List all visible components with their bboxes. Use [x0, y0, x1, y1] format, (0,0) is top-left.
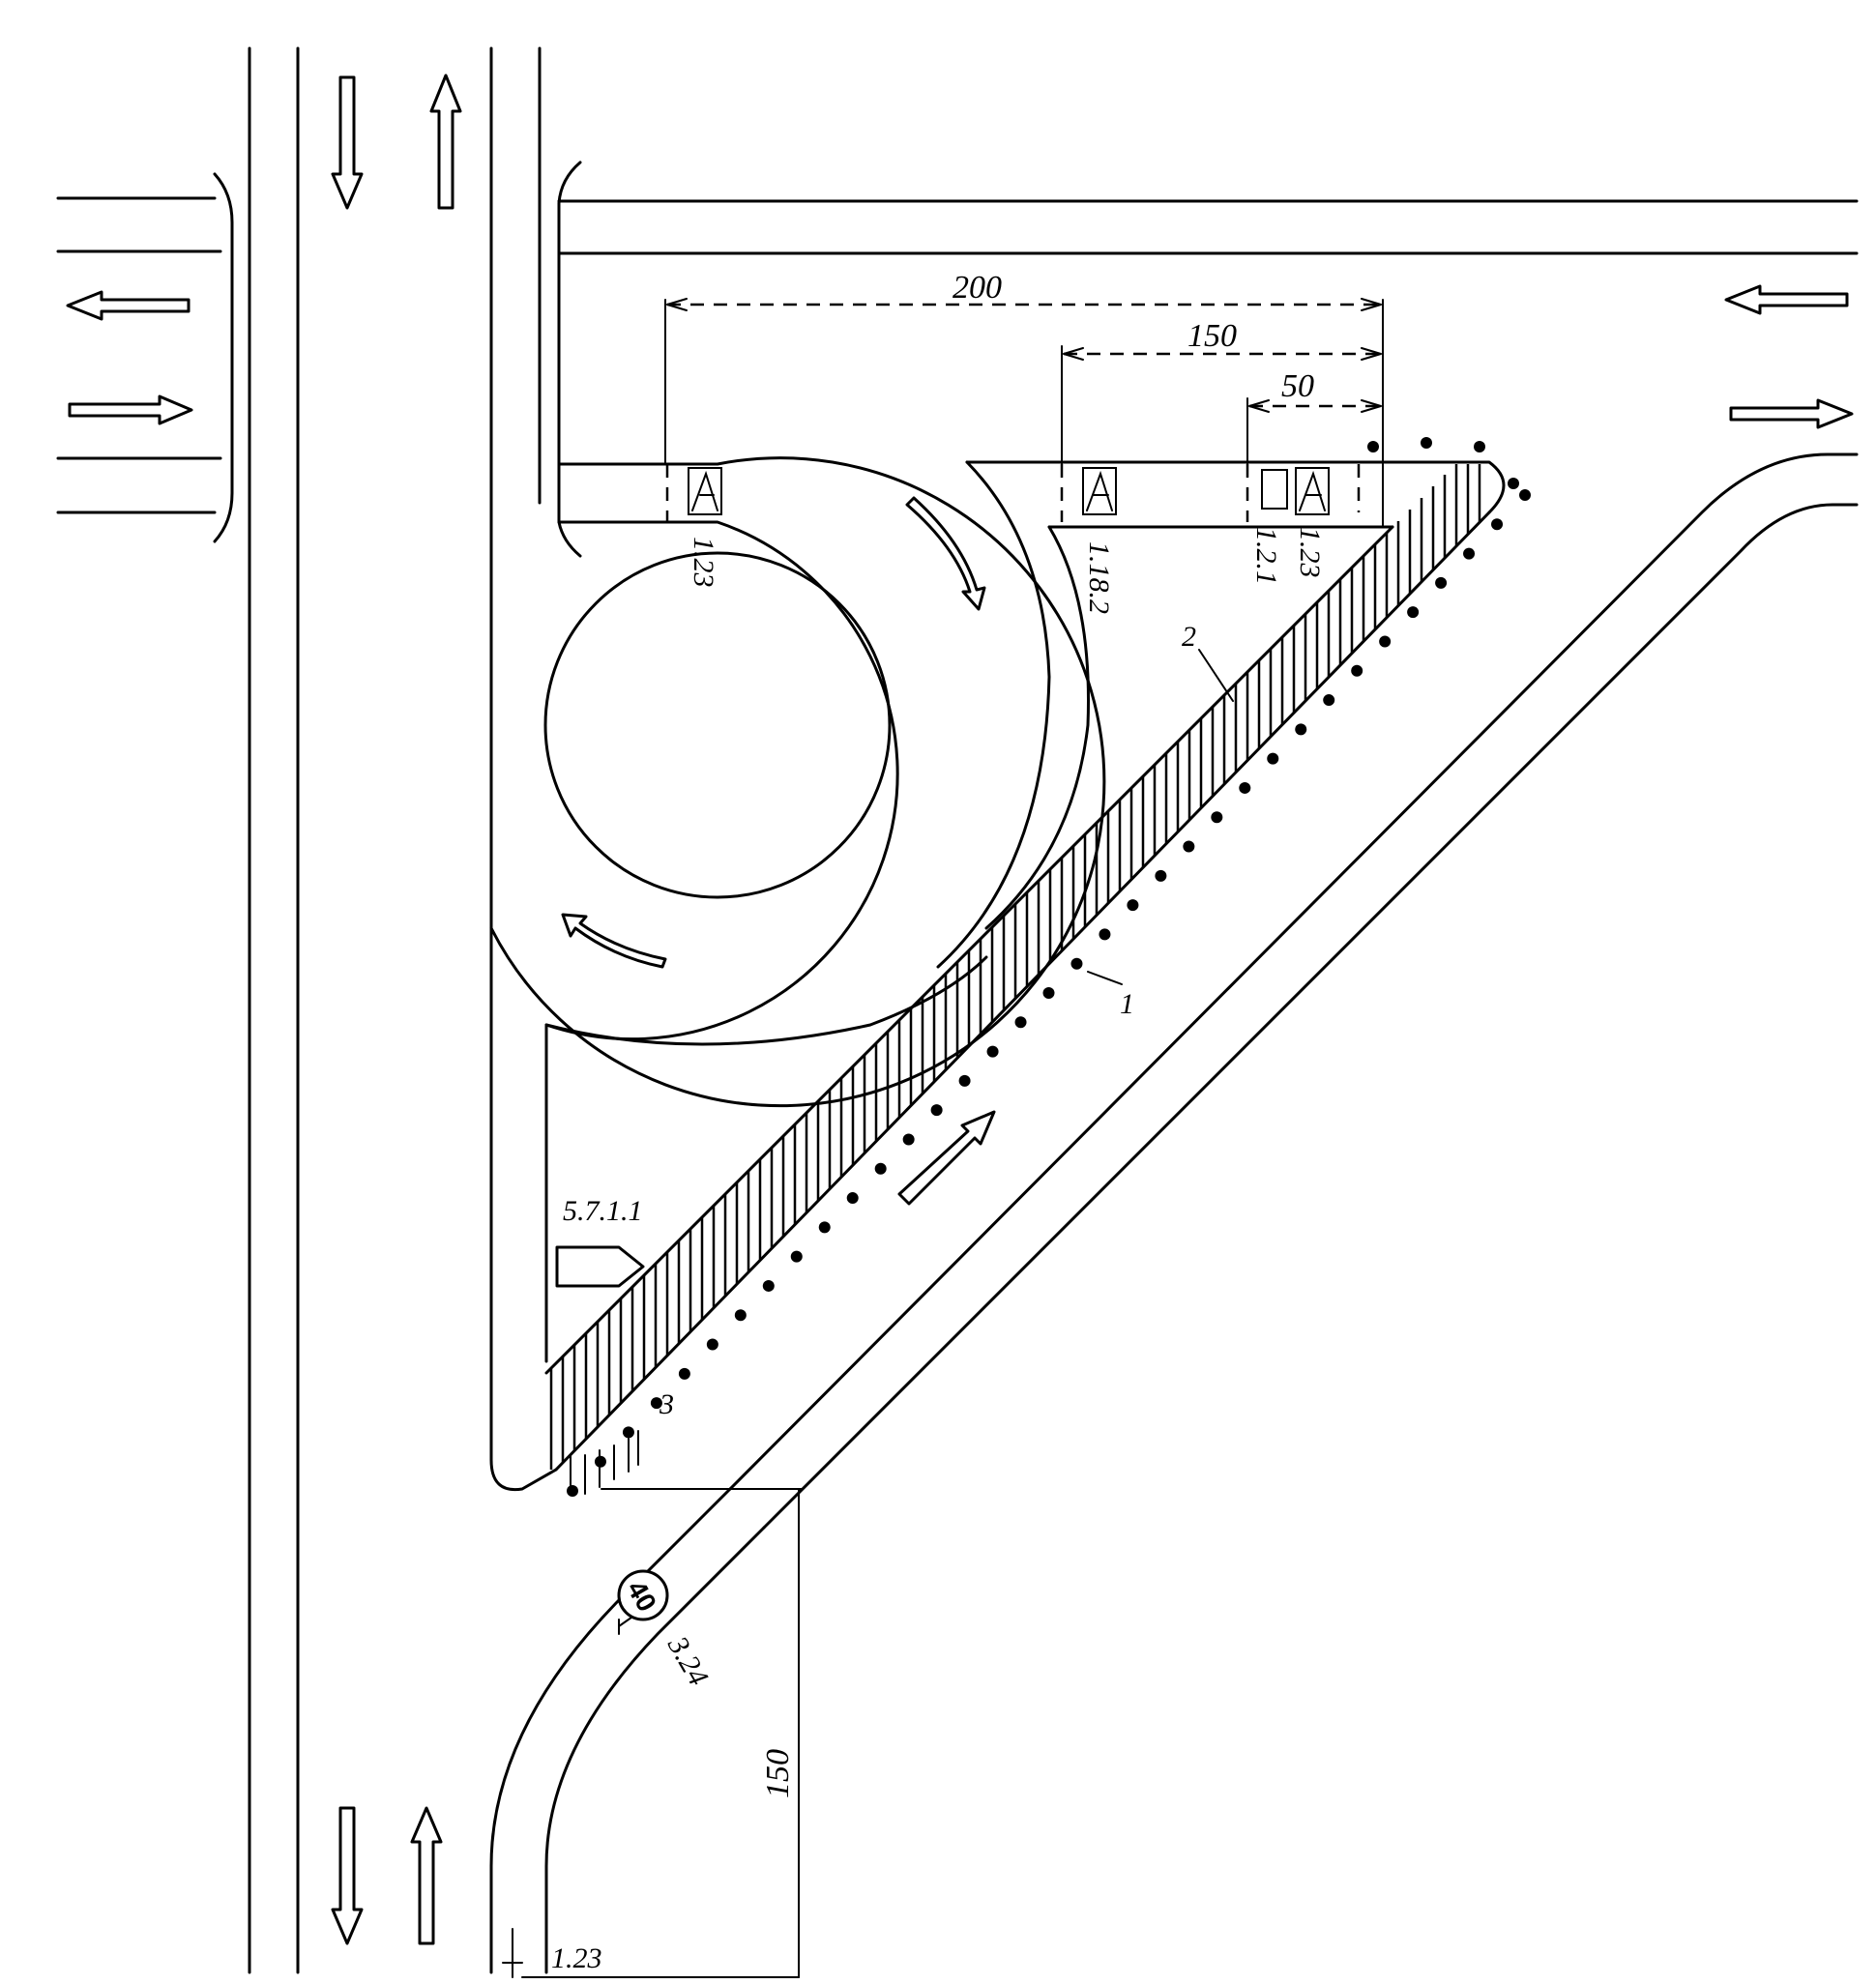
road-stud [874, 1162, 887, 1175]
road-stud [706, 1338, 718, 1351]
speed-limit-sign: 40 [617, 1569, 669, 1621]
arrow-up-icon [429, 73, 462, 210]
traffic-arrows [66, 73, 1854, 1945]
road-stud [790, 1250, 803, 1263]
arrow-right-icon [68, 394, 193, 425]
callout-3: 3 [659, 1388, 674, 1420]
arrow-down-icon [331, 75, 364, 210]
arrow-curve-left-icon [561, 913, 667, 969]
label-marking-1-23-bottom: 1.23 [551, 1942, 602, 1974]
dimension-150-top: 150 [1187, 318, 1237, 354]
road-stud [1014, 1016, 1027, 1029]
road-stud [1474, 441, 1485, 452]
direction-sign-shape [555, 1245, 645, 1288]
label-marking-1-18-2: 1.18.2 [1083, 541, 1115, 614]
road-stud [1295, 723, 1307, 736]
top-horizontal-road [557, 160, 1859, 1530]
label-marking-1-23-right: 1.23 [1294, 527, 1326, 578]
road-stud [1127, 899, 1139, 912]
label-sign-5-7-1-1: 5.7.1.1 [563, 1195, 643, 1227]
road-stud [678, 1367, 690, 1380]
road-stud [762, 1279, 775, 1292]
road-stud [1099, 928, 1111, 941]
arrow-diagonal-up-right-icon [897, 1110, 996, 1206]
road-stud [1421, 437, 1432, 449]
road-stud [1367, 441, 1379, 452]
loop-ramp [489, 456, 1106, 1108]
road-stud [734, 1309, 747, 1322]
road-stud [1435, 576, 1448, 589]
road-stud [1239, 781, 1251, 794]
dimension-200: 200 [953, 270, 1002, 306]
triangular-island-top [965, 460, 1506, 529]
label-marking-1-2-1: 1.2.1 [1250, 527, 1282, 585]
arrow-left-icon [66, 290, 191, 321]
callout-2: 2 [1182, 621, 1196, 653]
road-stud [1042, 987, 1055, 999]
road-stud [622, 1426, 634, 1439]
road-stud [650, 1397, 662, 1410]
road-stud [818, 1221, 831, 1234]
road-stud [958, 1074, 971, 1087]
road-stud [1491, 518, 1504, 531]
road-stud [567, 1485, 578, 1497]
label-marking-1-23-top: 1.23 [688, 537, 719, 588]
lane-markings [555, 464, 1361, 1288]
arrow-up-icon [410, 1806, 443, 1945]
road-stud [1211, 811, 1223, 824]
label-sign-3-24: 3.24 [660, 1630, 714, 1691]
arrow-right-icon [1729, 398, 1854, 429]
road-stud [1379, 635, 1392, 648]
arrow-curve-icon [905, 496, 986, 611]
bottom-exit-road [489, 1487, 766, 1974]
road-stud [1519, 489, 1531, 501]
road-stud [1183, 840, 1195, 853]
left-side-road [56, 172, 234, 543]
road-stud [1508, 478, 1519, 489]
road-stud [1407, 606, 1420, 619]
road-studs [567, 437, 1531, 1497]
road-stud [846, 1192, 859, 1205]
road-stud [1155, 869, 1167, 882]
road-stud [986, 1045, 999, 1058]
road-stud [1463, 547, 1476, 560]
hatched-island [544, 464, 1491, 1472]
road-stud [1323, 694, 1335, 707]
road-stud [1267, 752, 1279, 765]
arrow-down-icon [331, 1806, 364, 1945]
dimension-50: 50 [1281, 368, 1314, 404]
triangular-island-left [489, 926, 988, 1492]
road-stud [1070, 957, 1083, 970]
arrow-left-icon [1724, 284, 1849, 315]
dimension-lines [502, 298, 1384, 1978]
callout-1: 1 [1120, 988, 1134, 1020]
dimension-150-vertical: 150 [760, 1749, 796, 1798]
road-stud [1351, 664, 1363, 677]
vertical-main-road [248, 46, 542, 1974]
road-stud [930, 1104, 943, 1117]
road-stud [902, 1133, 915, 1146]
